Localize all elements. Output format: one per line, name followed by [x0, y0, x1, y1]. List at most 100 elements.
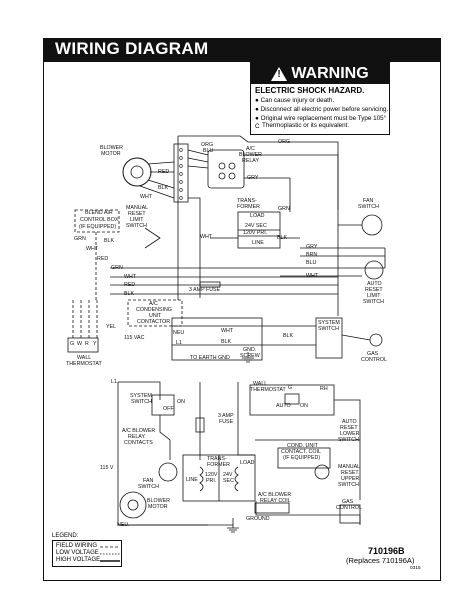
label-auto-2: RESET: [365, 287, 383, 293]
sch-label-g: G: [288, 385, 293, 391]
sch-label-fan-1: FAN: [143, 478, 154, 484]
sch-label-gas-1: GAS: [342, 499, 354, 505]
sch-label-on2: ON: [300, 403, 308, 409]
label-fan-2: SWITCH: [358, 204, 379, 210]
label-gas-1: GAS: [367, 351, 379, 357]
label-auto-4: SWITCH: [363, 299, 384, 305]
wire-wht-2: WHT: [200, 234, 213, 240]
doc-code: 0315: [410, 566, 421, 571]
wire-wht-3: WHT: [306, 273, 319, 279]
sch-label-rh: RH: [320, 386, 328, 392]
sch-label-acbr-3: CONTACTS: [124, 440, 153, 446]
label-to-earth: TO EARTH GND: [190, 355, 230, 361]
label-auto-1: AUTO: [367, 281, 382, 287]
label-120pri: 120V PRI.: [243, 230, 268, 236]
wire-wht-5: WHT: [124, 274, 137, 280]
warning-bullet-cont: Thermoplastic or its equivalent.: [262, 122, 350, 129]
legend-box: FIELD WIRING LOW VOLTAGE HIGH VOLTAGE: [52, 540, 122, 567]
sch-label-man-2: RESET: [341, 470, 359, 476]
blend-air-box: [74, 209, 120, 233]
sch-label-system-1: SYSTEM: [130, 393, 152, 399]
upper-diagram: [67, 135, 386, 363]
sch-label-man-4: SWITCH: [338, 482, 359, 488]
sch-label-120: 120V: [205, 472, 218, 478]
sch-label-man-1: MANUAL: [338, 464, 361, 470]
label-manual-3: LIMIT: [130, 217, 144, 223]
sch-label-neu: NEU.: [117, 522, 130, 528]
label-manual-2: RESET: [128, 211, 146, 217]
wire-yel: YEL: [106, 324, 117, 330]
wall-thermostat-box: [67, 337, 99, 353]
label-system-1: SYSTEM: [318, 320, 340, 326]
sch-label-auto-2: RESET: [340, 425, 358, 431]
wire-wht-4: WHT: [86, 246, 99, 252]
sch-label-line: LINE: [186, 477, 198, 483]
sch-label-acbr-1: A/C BLOWER: [122, 428, 156, 434]
label-wall-2: THERMOSTAT: [66, 361, 102, 367]
sch-label-auto-3: LOWER: [340, 431, 360, 437]
wire-gry: GRY: [247, 175, 259, 181]
terminal-strip: [173, 143, 189, 203]
label-acbr-2: BLOWER: [239, 152, 262, 158]
wire-blu-2: BLU: [306, 260, 317, 266]
wire-red-2: RED: [97, 256, 109, 262]
sch-label-man-3: UPPER: [341, 476, 360, 482]
sch-label-cond-1: COND. UNIT: [287, 443, 318, 449]
auto-reset-symbol: [364, 260, 384, 280]
sch-label-acbrc-2: RELAY COIL: [260, 498, 291, 504]
condensing-contactor-box: [127, 299, 183, 327]
lower-schematic: [117, 381, 361, 533]
wire-grn-2: GRN: [74, 236, 86, 242]
label-manual-1: MANUAL: [126, 205, 149, 211]
sch-label-auto: AUTO: [276, 403, 291, 409]
sch-label-blower-2: MOTOR: [148, 504, 168, 510]
sch-label-auto-4: SWITCH: [338, 437, 359, 443]
label-motor: MOTOR: [101, 151, 121, 157]
sch-label-24: 24V: [223, 472, 233, 478]
label-24sec: 24V SEC: [245, 223, 267, 229]
label-acbr-3: RELAY: [242, 158, 259, 164]
sch-label-wall-2: THERMOSTAT: [250, 387, 286, 393]
title-bar: [43, 38, 441, 62]
sch-blower-motor-symbol: [119, 491, 147, 519]
warning-bullet: ● Can cause injury or death.: [255, 97, 335, 104]
warning-box: ! WARNING ELECTRIC SHOCK HAZARD. ● Can c…: [250, 62, 390, 135]
label-blend-3: (IF EQUIPPED): [79, 224, 117, 230]
label-wall-1: WALL: [77, 355, 92, 361]
wire-wht-6: WHT: [221, 328, 234, 334]
label-neu: NEU: [173, 330, 185, 336]
label-blower: BLOWER: [100, 145, 123, 151]
sch-label-acbrc-1: A/C BLOWER: [258, 492, 292, 498]
label-load: LOAD: [250, 213, 265, 219]
sch-label-auto-1: AUTO: [342, 419, 357, 425]
wire-blu: BLU: [203, 148, 214, 154]
wire-gry-2: GRY: [306, 244, 318, 250]
page-title: WIRING DIAGRAM: [55, 39, 209, 58]
label-cond-3: UNIT: [149, 313, 162, 319]
wire-brn: BRN: [306, 252, 318, 258]
label-cond-4: CONTACTOR: [137, 319, 171, 325]
legend-field: FIELD WIRING: [56, 543, 98, 549]
wire-red: RED: [158, 169, 170, 175]
sch-label-pri: PRI.: [206, 478, 217, 484]
warning-heading: ! WARNING: [251, 63, 389, 84]
wire-blk-6: BLK: [283, 333, 294, 339]
sch-label-fan-2: SWITCH: [138, 484, 159, 490]
legend-low: LOW VOLTAGE: [56, 550, 99, 556]
label-trans-1: TRANS-: [237, 198, 257, 204]
term-g: G: [70, 341, 75, 347]
sch-label-sec: SEC: [223, 478, 234, 484]
warning-hazard: ELECTRIC SHOCK HAZARD.: [255, 86, 365, 95]
wire-blk-4: BLK: [124, 291, 135, 297]
sch-fan-switch-symbol: [158, 462, 178, 482]
sch-label-acbr-2: RELAY: [128, 434, 145, 440]
label-blend-1: BLEND AIR: [85, 210, 113, 216]
label-line: LINE: [252, 240, 264, 246]
sch-label-system-2: SWITCH: [131, 399, 152, 405]
model-number: 710196B: [368, 546, 405, 556]
wire-org: ORG: [201, 142, 214, 148]
label-gas-2: CONTROL: [361, 357, 387, 363]
label-l1: L1: [176, 340, 182, 346]
wire-wht: WHT: [140, 194, 153, 200]
